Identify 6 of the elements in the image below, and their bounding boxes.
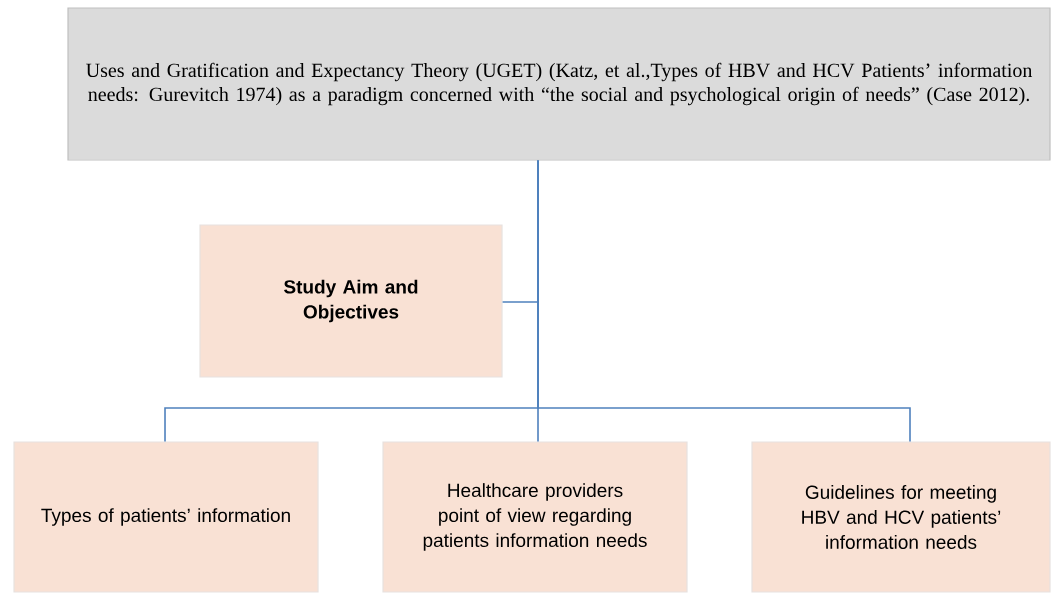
objective-box: Guidelines for meeting HBV and HCV patients’ information needs bbox=[751, 441, 1051, 593]
objective-box: Types of patients’ information bbox=[13, 441, 319, 593]
connector-line bbox=[537, 159, 911, 443]
objective-box: Healthcare providers point of view regarding patients information needs bbox=[382, 441, 688, 593]
objective-box: Study Aim and Objectives bbox=[199, 224, 503, 378]
theory-box: Uses and Gratification and Expectancy Theory (UGET) (Katz, et al.,Types of HBV and HCV Patients’ information needs: Gurevitch 1974) as a paradigm concerned with “the social and psychological origin of needs” (Case 2012). bbox=[67, 7, 1051, 161]
